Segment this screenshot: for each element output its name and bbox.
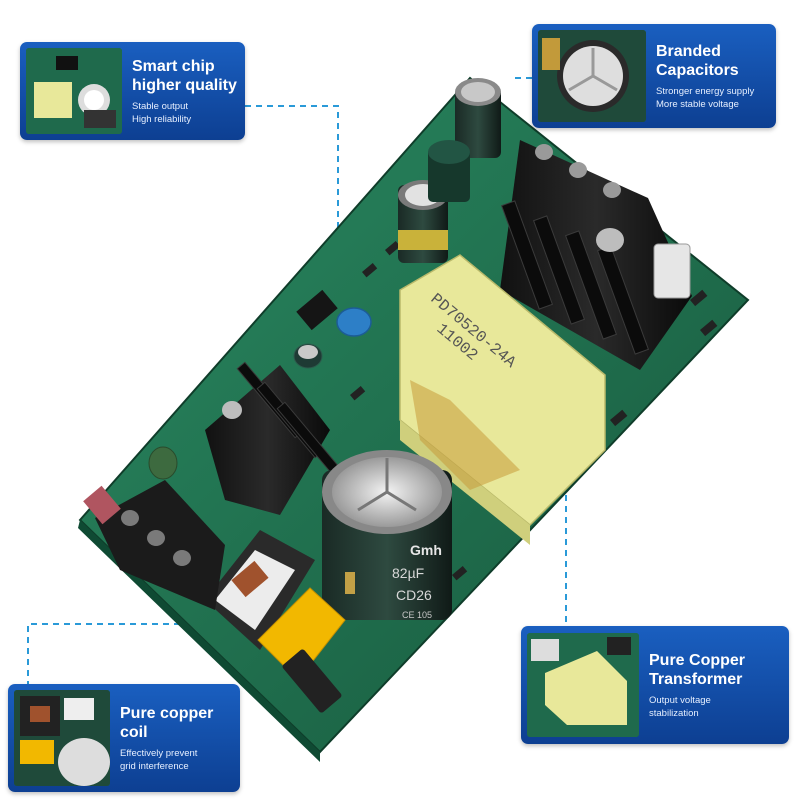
coil-thumbnail [14, 690, 110, 786]
callout-subtitle: Effectively prevent grid interference [120, 747, 198, 772]
transformer-thumbnail [527, 633, 639, 737]
heatsink-left [205, 361, 344, 515]
mid-capacitor [428, 140, 470, 202]
fuse [282, 649, 342, 713]
callout-title: Smart chip higher quality [132, 57, 237, 94]
callout-title: Pure Copper Transformer [649, 651, 746, 688]
input-terminal-block [83, 480, 225, 610]
callout-branded-capacitors: Branded Capacitors Stronger energy suppl… [532, 24, 776, 128]
callout-copper-coil: Pure copper coil Effectively prevent gri… [8, 684, 240, 792]
control-chip [296, 289, 338, 331]
main-cap-series: CD26 [396, 587, 432, 603]
input-coil [205, 530, 315, 650]
y-capacitor [336, 307, 372, 337]
leader-line-coil [27, 623, 222, 698]
callout-subtitle: Output voltage stabilization [649, 694, 711, 719]
callout-smart-chip: Smart chip higher quality Stable output … [20, 42, 245, 140]
main-cap-brand: Gmh [410, 542, 442, 558]
callout-subtitle: Stable output High reliability [132, 100, 192, 125]
callout-copper-transformer: Pure Copper Transformer Output voltage s… [521, 626, 789, 744]
heatsink-right [500, 140, 692, 370]
callout-title: Branded Capacitors [656, 42, 739, 79]
main-cap-value: 82µF [392, 565, 424, 581]
smart-chip-thumbnail [26, 48, 122, 134]
transformer [399, 254, 606, 545]
thermistor [148, 446, 178, 480]
main-capacitor [322, 450, 452, 620]
smd-components [340, 241, 718, 581]
callout-subtitle: Stronger energy supply More stable volta… [656, 85, 755, 110]
top-capacitor-1 [455, 78, 501, 158]
capacitor-thumbnail [538, 30, 646, 122]
output-terminal [653, 243, 691, 299]
callout-title: Pure copper coil [120, 704, 214, 741]
pcb-board-edge [78, 520, 320, 762]
main-cap-cert: CE 105 [402, 610, 432, 620]
